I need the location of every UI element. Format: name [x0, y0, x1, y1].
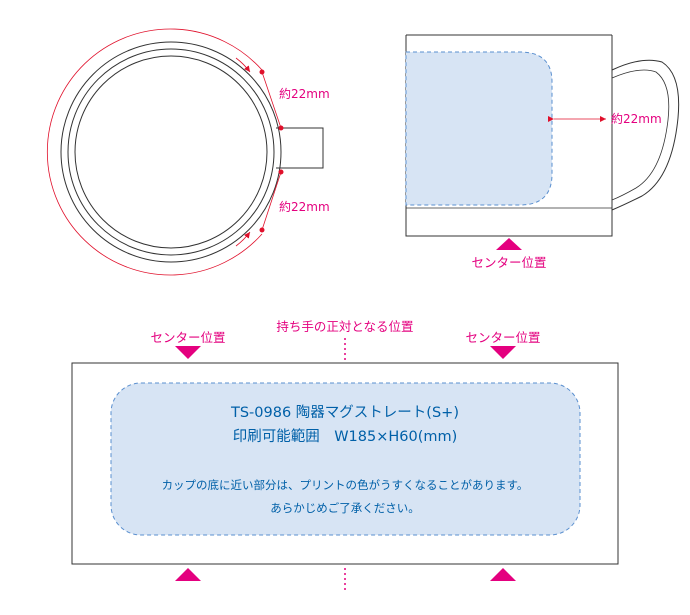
- mug-handle-side: [611, 59, 680, 211]
- mug-rim-inner: [67, 48, 275, 256]
- print-area-wrap: [110, 382, 581, 536]
- handle-front-label: 持ち手の正対となる位置: [276, 319, 413, 334]
- center-right-label: センター位置: [465, 330, 540, 345]
- dim-label-lower: 約22mm: [279, 199, 330, 214]
- mug-handle-top: [276, 127, 324, 169]
- note-line-2: あらかじめご了承ください。: [270, 501, 420, 515]
- dim-line: [261, 171, 282, 231]
- center-marker-right-top: [490, 346, 516, 359]
- dim-line: [261, 71, 282, 129]
- print-range: 印刷可能範囲 W185×H60(mm): [233, 427, 458, 445]
- center-label-side: センター位置: [471, 255, 546, 270]
- guide-arc: [47, 28, 263, 276]
- mug-rim-innermost: [74, 55, 268, 249]
- mug-wrap-outline: [71, 362, 619, 565]
- dim-label-upper: 約22mm: [279, 86, 330, 101]
- note-line-1: カップの底に近い部分は、プリントの色がうすくなることがあります。: [162, 478, 529, 492]
- center-marker-left-bottom: [175, 568, 201, 581]
- mug-handle-side-inner: [611, 69, 670, 201]
- center-marker-right-bottom: [490, 568, 516, 581]
- center-left-label: センター位置: [150, 330, 225, 345]
- dim-arrow: [235, 57, 251, 73]
- dim-arrow: [235, 231, 251, 247]
- center-marker-side: [496, 238, 522, 250]
- mug-rim-outer: [60, 41, 282, 263]
- center-marker-left-top: [175, 346, 201, 359]
- top-view: 約22mm 約22mm: [47, 28, 330, 276]
- side-view: 約22mm センター位置: [405, 34, 680, 270]
- product-title: TS-0986 陶器マグストレート(S+): [230, 404, 459, 421]
- layout-view: 持ち手の正対となる位置 センター位置 センター位置 TS-0986 陶器マグスト…: [71, 319, 619, 592]
- dim-label-handle: 約22mm: [611, 111, 662, 126]
- print-area-side: [405, 51, 553, 206]
